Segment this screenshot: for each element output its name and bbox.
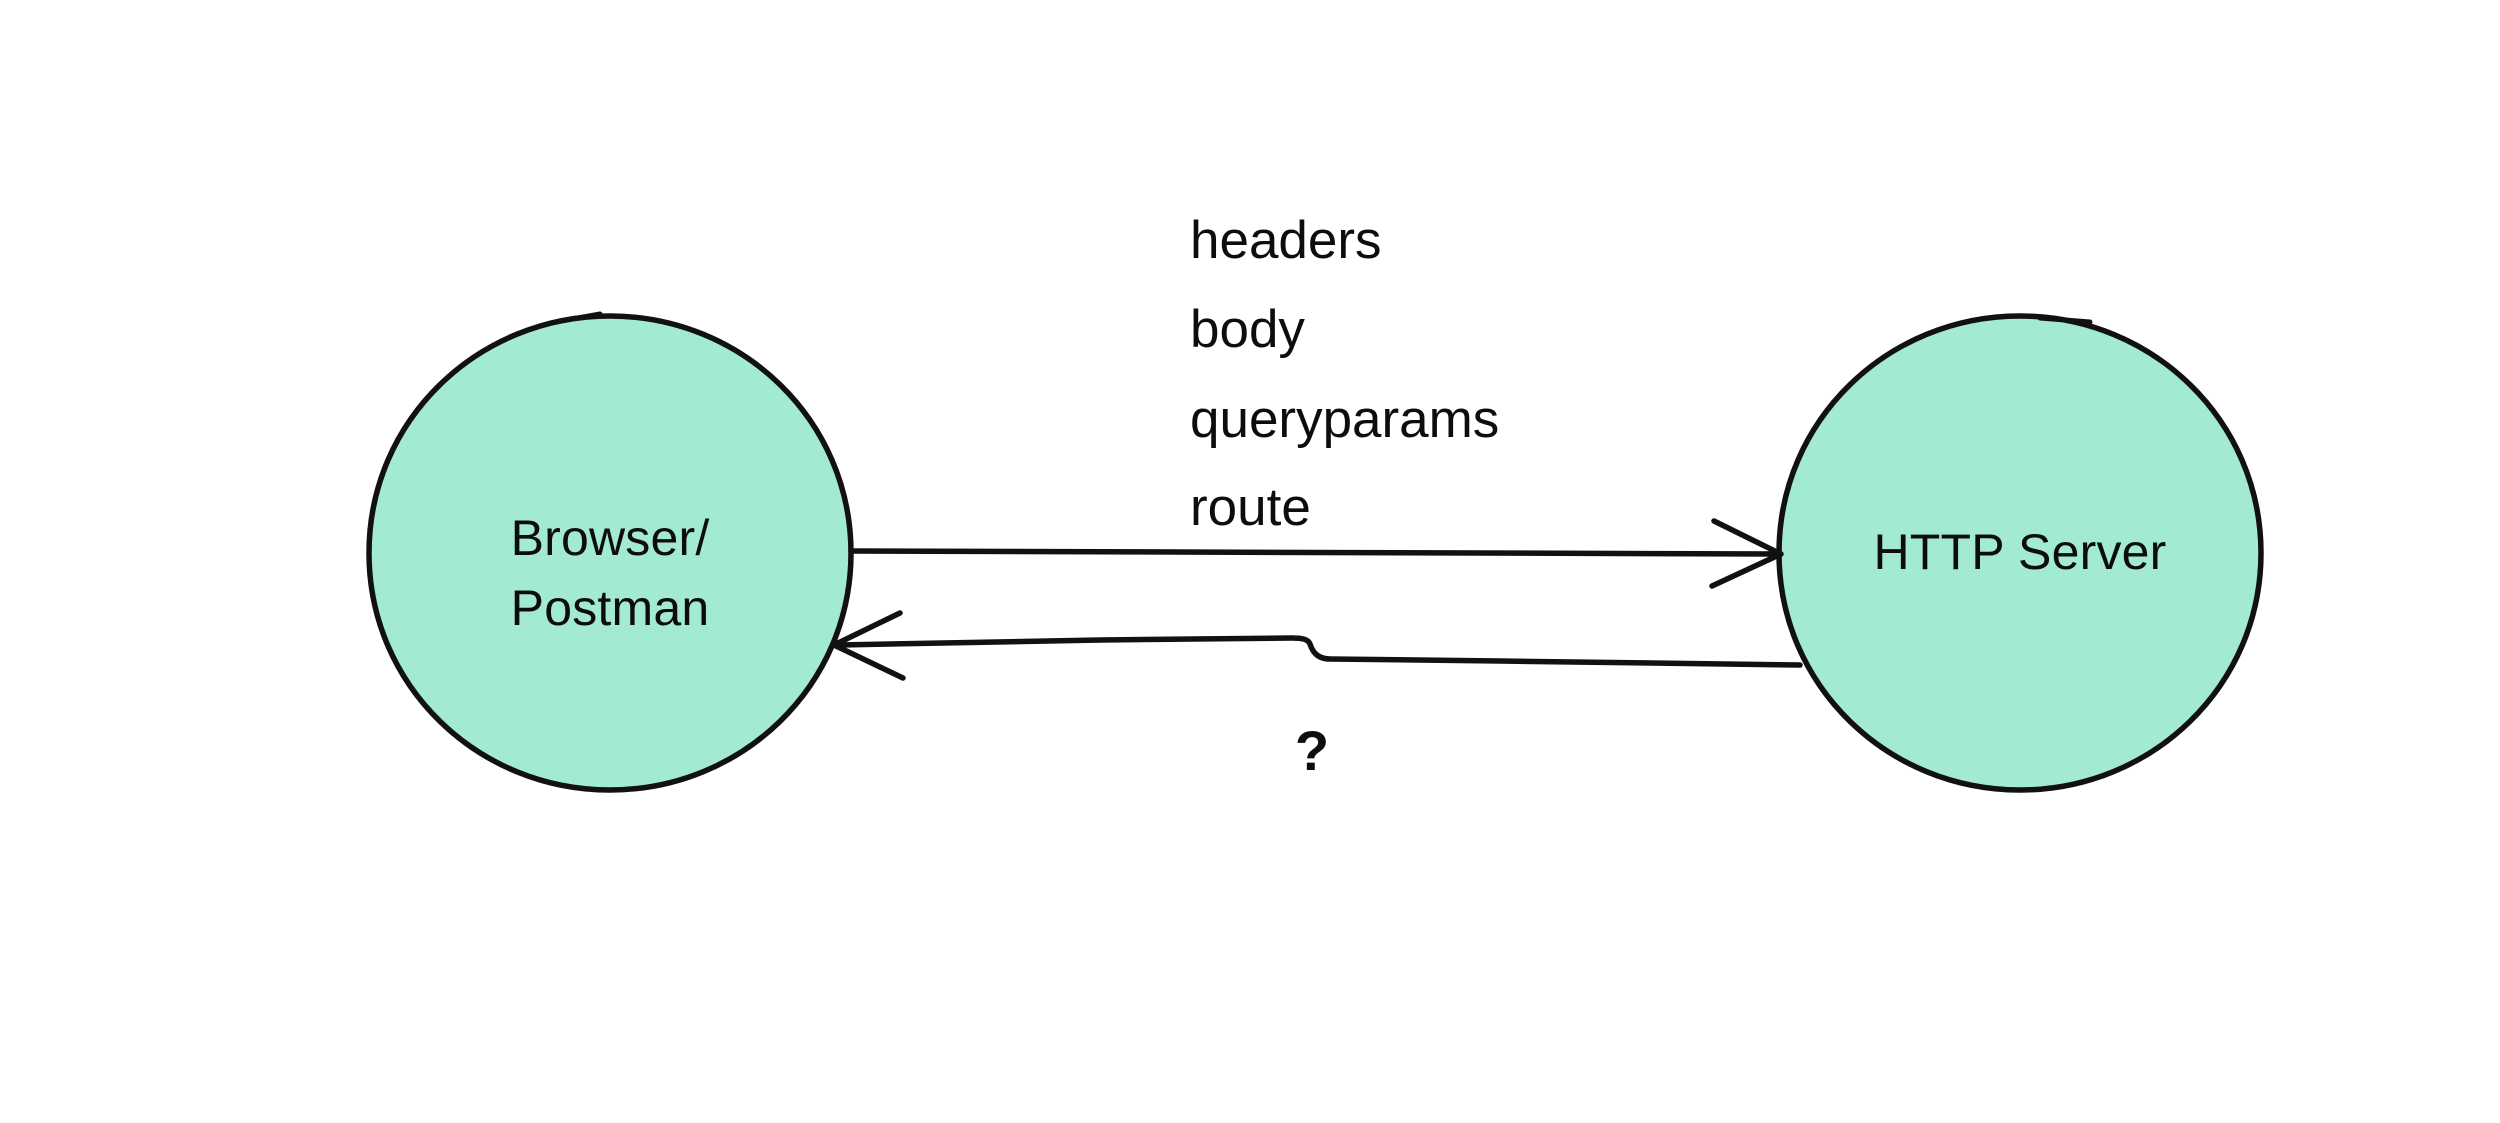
client-label-line2: Postman	[511, 580, 710, 636]
server-circle-pen-overrun	[2037, 315, 2093, 325]
edge-response[interactable]	[831, 610, 1803, 681]
request-annotation-body: body	[1190, 300, 1305, 359]
request-annotation-headers: headers	[1190, 211, 1382, 270]
node-server[interactable]: HTTP Server	[1776, 313, 2264, 793]
client-circle-pen-overrun	[553, 311, 603, 325]
client-label-line1: Browser/	[511, 510, 710, 566]
response-arrow-line	[837, 635, 1803, 668]
edge-request[interactable]	[848, 518, 1784, 589]
request-arrow-line	[848, 548, 1781, 557]
response-annotation-question-mark: ?	[1295, 719, 1329, 782]
node-client[interactable]: Browser/ Postman	[366, 311, 854, 793]
arrow-right-icon	[1709, 518, 1784, 589]
server-circle-shape	[1776, 313, 2264, 793]
request-annotation-route: route	[1190, 478, 1311, 537]
client-circle-shape	[366, 313, 854, 793]
request-annotation-queryparams: queryparams	[1190, 390, 1499, 449]
request-annotation-list: headers body queryparams route	[1190, 211, 1499, 537]
arrow-left-icon	[831, 610, 906, 681]
server-label: HTTP Server	[1874, 524, 2167, 580]
